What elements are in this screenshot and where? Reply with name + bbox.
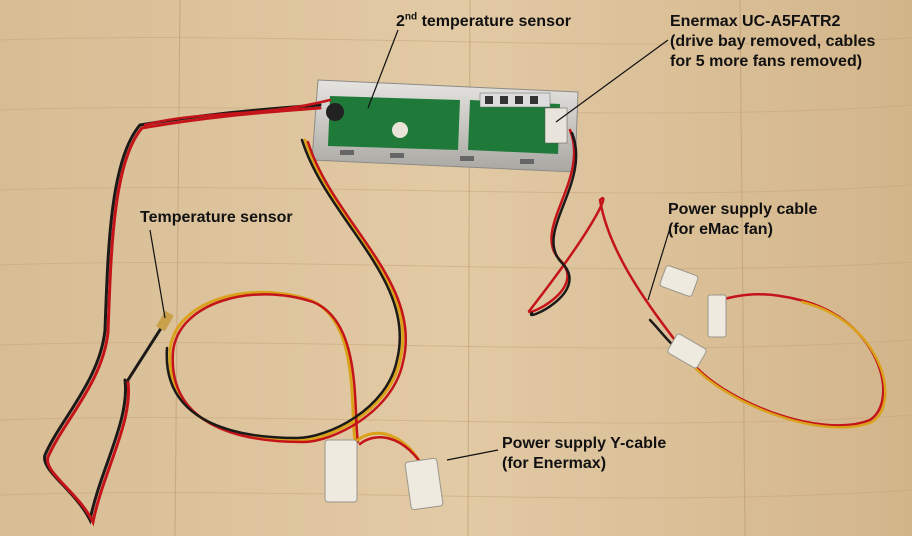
cables <box>43 98 887 527</box>
temp-sensor-text: Temperature sensor <box>140 209 293 226</box>
second-temperature-sensor-label: 2nd temperature sensor <box>396 12 571 32</box>
temperature-sensor-label: Temperature sensor <box>140 208 293 228</box>
controller-label: Enermax UC-A5FATR2 (drive bay removed, c… <box>670 12 875 72</box>
enermax-controller <box>311 79 579 173</box>
psu-cable-line1: Power supply cable <box>668 201 818 218</box>
sensor2-suffix: nd <box>404 11 418 23</box>
psu-cable-line2: (for eMac fan) <box>668 221 773 238</box>
controller-label-line3: for 5 more fans removed) <box>670 53 863 70</box>
power-supply-y-cable-label: Power supply Y-cable (for Enermax) <box>502 434 666 474</box>
y-cable-line1: Power supply Y-cable <box>502 435 667 452</box>
connectors <box>324 265 727 511</box>
power-supply-cable-label: Power supply cable (for eMac fan) <box>668 200 817 240</box>
controller-label-line2: (drive bay removed, cables <box>670 33 876 50</box>
sensor2-rest: temperature sensor <box>417 13 571 30</box>
y-cable-line2: (for Enermax) <box>502 455 607 472</box>
leader-lines <box>149 29 671 461</box>
sensor2-ordinal: 2 <box>396 13 405 30</box>
controller-label-line1: Enermax UC-A5FATR2 <box>670 13 841 30</box>
